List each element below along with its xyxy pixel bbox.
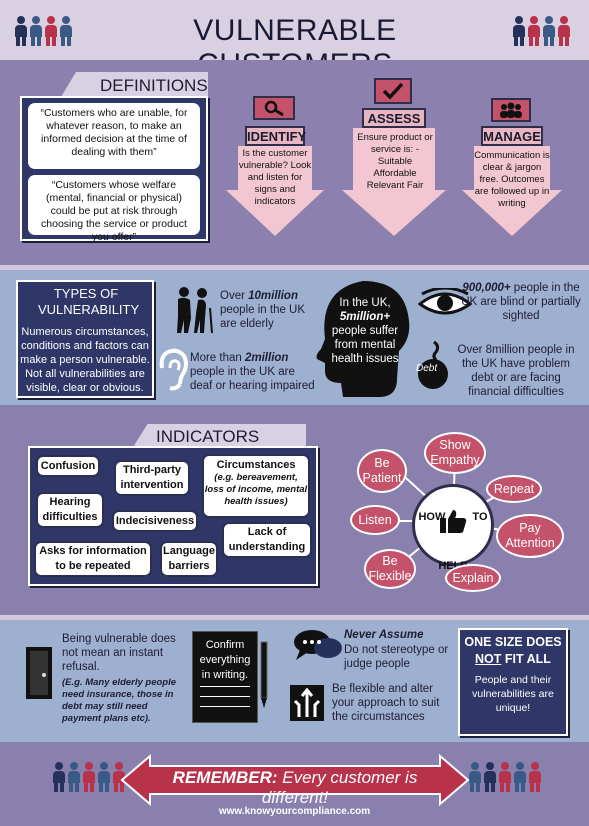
help-be-flexible: Be Flexible (364, 549, 416, 589)
indicator-indecisiveness: Indecisiveness (112, 510, 198, 532)
debt-stat: Over 8million people in the UK have prob… (457, 344, 575, 398)
assess-title: ASSESS (362, 108, 426, 128)
one-size-line-1: ONE SIZE DOES (464, 635, 562, 649)
deaf-stat: More than 2million people in the UK are … (190, 351, 318, 393)
confirm-lines (200, 686, 250, 707)
indicator-lack-of-understanding: Lack of understanding (222, 522, 312, 558)
assess-arrow (353, 128, 435, 190)
door-icon (24, 645, 54, 706)
people-icon-right (512, 16, 571, 46)
footer-url[interactable]: www.knowyourcompliance.com (218, 806, 371, 817)
confirm-text: Confirm everything in writing. (199, 639, 251, 681)
one-size-body: People and their vulnerabilities are uni… (472, 674, 554, 714)
remember-rest: Every customer is different! (261, 768, 418, 807)
circumstances-label: Circumstances (216, 459, 296, 471)
header-band (0, 0, 589, 60)
indicators-heading: INDICATORS (156, 427, 260, 446)
mental-number: 5million+ (339, 311, 391, 323)
types-body: Numerous circumstances, conditions and f… (20, 326, 150, 394)
identify-arrow (238, 146, 312, 190)
deaf-post: people in the UK are deaf or hearing imp… (190, 366, 315, 392)
arrows-icon (290, 685, 324, 726)
identify-text: Is the customer vulnerable? Look and lis… (238, 148, 312, 207)
never-assume-title: Never Assume (344, 629, 424, 641)
blind-number: 900,000+ (462, 282, 511, 294)
one-size-fit-all: FIT ALL (501, 652, 551, 666)
help-repeat: Repeat (486, 475, 542, 503)
manage-title: MANAGE (481, 126, 543, 146)
ear-icon (158, 348, 188, 397)
flexible-text: Be flexible and alter your approach to s… (332, 683, 440, 723)
deaf-number: 2million (244, 352, 289, 364)
circumstances-note: (e.g. bereavement, loss of income, menta… (204, 472, 308, 507)
head-silhouette-icon (313, 279, 413, 404)
people-icon-footer-right (468, 762, 542, 792)
confirm-card (192, 631, 258, 723)
deaf-pre: More than (190, 352, 245, 364)
refusal-note: (E.g. Many elderly people need insurance… (62, 677, 177, 724)
indicator-language-barriers: Language barriers (160, 541, 218, 577)
help-listen: Listen (350, 505, 400, 535)
elderly-post: people in the UK are elderly (220, 304, 306, 330)
identify-arrow-head (226, 190, 324, 236)
elderly-couple-icon (172, 286, 216, 339)
blind-post: people in the UK are blind or partially … (461, 282, 581, 322)
one-size-heading: ONE SIZE DOES NOT FIT ALL (460, 634, 566, 668)
people-icon-left (14, 16, 73, 46)
mental-post: people suffer from mental health issues (331, 325, 399, 365)
remember-text: REMEMBER: Every customer is different! (150, 768, 440, 808)
help-be-patient: Be Patient (357, 449, 407, 493)
help-pay-attention: Pay Attention (496, 514, 564, 558)
help-explain: Explain (445, 564, 501, 592)
speech-bubbles-icon (292, 628, 344, 669)
never-assume-body: Do not stereotype or judge people (344, 644, 449, 670)
one-size-panel (458, 628, 568, 736)
debt-ball-icon (412, 340, 454, 395)
definitions-heading: DEFINITIONS (100, 76, 208, 95)
group-icon (491, 98, 531, 122)
remember-arrow (120, 754, 470, 806)
debt-label: Debt (416, 363, 438, 374)
indicator-third-party: Third-party intervention (114, 460, 190, 496)
types-heading: TYPES OF VULNERABILITY (38, 286, 140, 317)
people-icon-footer-left (52, 762, 126, 792)
help-show-empathy: Show Empathy (424, 432, 486, 474)
types-panel (16, 280, 154, 398)
eye-icon (417, 286, 473, 323)
mental-pre: In the UK, (339, 297, 391, 309)
assess-text: Ensure product or service is: - Suitable… (357, 132, 433, 191)
indicator-circumstances: Circumstances (e.g. bereavement, loss of… (202, 454, 310, 518)
elderly-pre: Over (220, 290, 249, 302)
manage-text: Communication is clear & jargon free. Ou… (474, 150, 550, 209)
indicator-confusion: Confusion (36, 455, 100, 477)
elderly-stat: Over 10million people in the UK are elde… (220, 289, 320, 331)
identify-title: IDENTIFY (245, 126, 306, 146)
manage-arrow-head (462, 190, 562, 236)
manage-arrow (474, 146, 550, 190)
indicator-hearing: Hearing difficulties (36, 492, 104, 528)
checkmark-icon (374, 78, 412, 104)
definition-quote-2: “Customers whose welfare (mental, financ… (28, 175, 200, 243)
thumbs-up-icon (439, 508, 467, 539)
magnifier-icon (253, 96, 295, 120)
pen-icon (258, 640, 270, 715)
elderly-number: 10million (248, 290, 298, 302)
indicator-asks-repeat: Asks for information to be repeated (34, 541, 152, 577)
assess-arrow-head (342, 190, 446, 236)
one-size-not: NOT (475, 652, 502, 666)
definition-quote-1: “Customers who are unable, for whatever … (28, 103, 200, 169)
blind-stat: 900,000+ people in the UK are blind or p… (460, 281, 582, 323)
mental-stat: In the UK, 5million+ people suffer from … (324, 296, 406, 366)
remember-bold: REMEMBER: (172, 768, 278, 787)
refusal-text: Being vulnerable does not mean an instan… (62, 633, 176, 673)
one-size-line-2: NOT FIT ALL (460, 651, 566, 668)
